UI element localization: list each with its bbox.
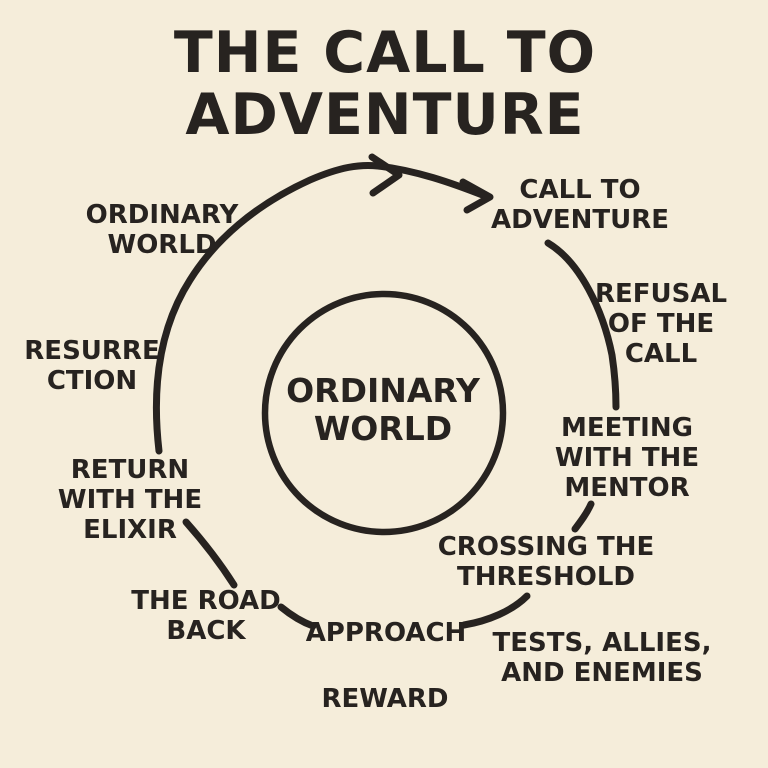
stage-tests-allies-and-enemies: TESTS, ALLIES, AND ENEMIES <box>493 628 712 688</box>
stage-line: REWARD <box>321 684 449 714</box>
stage-line: AND ENEMIES <box>501 658 703 688</box>
cycle-arrowhead-mid-icon <box>368 153 403 197</box>
stage-line: TESTS, ALLIES, <box>492 628 712 658</box>
stage-the-road-back: THE ROAD BACK <box>131 586 280 646</box>
stage-refusal-of-the-call: REFUSAL OF THE CALL <box>595 279 727 369</box>
stage-line: CALL TO <box>519 175 641 205</box>
stage-meeting-with-the-mentor: MEETING WITH THE MENTOR <box>555 413 699 503</box>
cycle-arc-roadback-approach <box>277 603 317 630</box>
stage-line: ELIXIR <box>83 515 177 545</box>
stage-line: RETURN <box>70 455 190 485</box>
stage-line: APPROACH <box>305 618 467 648</box>
stage-line: REFUSAL <box>594 279 728 309</box>
cycle-arc-threshold-approach <box>460 592 531 629</box>
cycle-arc-elixir-roadback <box>182 518 238 589</box>
cycle-arc-right <box>544 239 620 411</box>
center-circle-label: ORDINARY WORLD <box>286 372 480 448</box>
stage-line: WITH THE <box>57 485 203 515</box>
page-title: THE CALL TO ADVENTURE <box>35 22 735 146</box>
center-circle-line-1: ORDINARY <box>286 371 480 410</box>
cycle-arc-main <box>152 161 489 455</box>
stage-line: MENTOR <box>564 473 690 503</box>
stage-return-with-the-elixir: RETURN WITH THE ELIXIR <box>58 455 202 545</box>
stage-line: ORDINARY <box>85 200 239 230</box>
stage-line: RESURRE <box>24 336 160 366</box>
cycle-arc-mentor-threshold <box>571 500 595 533</box>
stage-line: WITH THE <box>554 443 700 473</box>
stage-resurrection: RESURRE CTION <box>24 336 159 396</box>
stage-approach: APPROACH <box>306 618 467 648</box>
stage-line: ADVENTURE <box>491 205 669 235</box>
ordinary-world-circle <box>261 290 507 536</box>
stage-reward: REWARD <box>321 684 448 714</box>
cycle-arrowhead-end-icon <box>459 178 494 214</box>
stage-ordinary-world: ORDINARY WORLD <box>86 200 239 260</box>
stage-line: CROSSING THE <box>437 532 655 562</box>
stage-line: OF THE <box>607 309 715 339</box>
stage-line: BACK <box>166 616 246 646</box>
stage-line: CALL <box>624 339 698 369</box>
stage-line: MEETING <box>561 413 693 443</box>
stage-line: THE ROAD <box>131 586 281 616</box>
page-title-line-2: ADVENTURE <box>185 82 585 148</box>
stage-line: CTION <box>46 366 138 396</box>
center-circle-line-2: WORLD <box>313 409 453 448</box>
stage-crossing-the-threshold: CROSSING THE THRESHOLD <box>438 532 655 592</box>
stage-line: WORLD <box>107 230 217 260</box>
stage-line: THRESHOLD <box>456 562 636 592</box>
page-title-line-1: THE CALL TO <box>173 20 597 86</box>
stage-call-to-adventure: CALL TO ADVENTURE <box>491 175 669 235</box>
